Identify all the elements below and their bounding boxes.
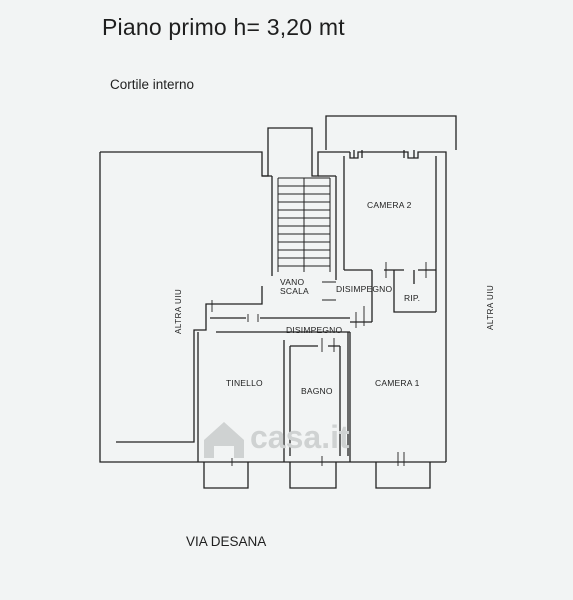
side-label-altra-uiu-right: ALTRA UIU (486, 285, 495, 330)
courtyard-label: Cortile interno (110, 77, 195, 92)
watermark-text: casa.it (250, 419, 350, 455)
staircase-treads (277, 177, 331, 272)
room-label-tinello: TINELLO (226, 378, 263, 388)
top-terrace-wall (325, 115, 457, 150)
room-label-vano: VANO (280, 277, 304, 287)
top-window-marks (353, 150, 415, 158)
house-icon (204, 422, 244, 458)
window-bay-left (203, 462, 249, 489)
stair-well-walls (262, 175, 337, 280)
street-label: VIA DESANA (186, 534, 267, 549)
rip-walls (393, 270, 436, 313)
room-label-camera-1: CAMERA 1 (375, 378, 420, 388)
inner-wall-left (116, 286, 263, 443)
outer-wall-left (99, 127, 350, 463)
window-bay-right (375, 462, 431, 489)
room-label-disimpegno-lower: DISIMPEGNO (286, 325, 343, 335)
room-label-rip: RIP. (404, 293, 420, 303)
room-label-scala: SCALA (280, 286, 309, 296)
room-label-bagno: BAGNO (301, 386, 333, 396)
disimpegno-walls (210, 270, 373, 333)
room-label-camera-2: CAMERA 2 (367, 200, 412, 210)
floor-plan-title: Piano primo h= 3,20 mt (102, 14, 345, 40)
window-bay-center (289, 462, 337, 489)
side-label-altra-uiu-left: ALTRA UIU (174, 289, 183, 334)
watermark: casa.it (204, 419, 350, 458)
room-label-disimpegno-upper: DISIMPEGNO (336, 284, 393, 294)
